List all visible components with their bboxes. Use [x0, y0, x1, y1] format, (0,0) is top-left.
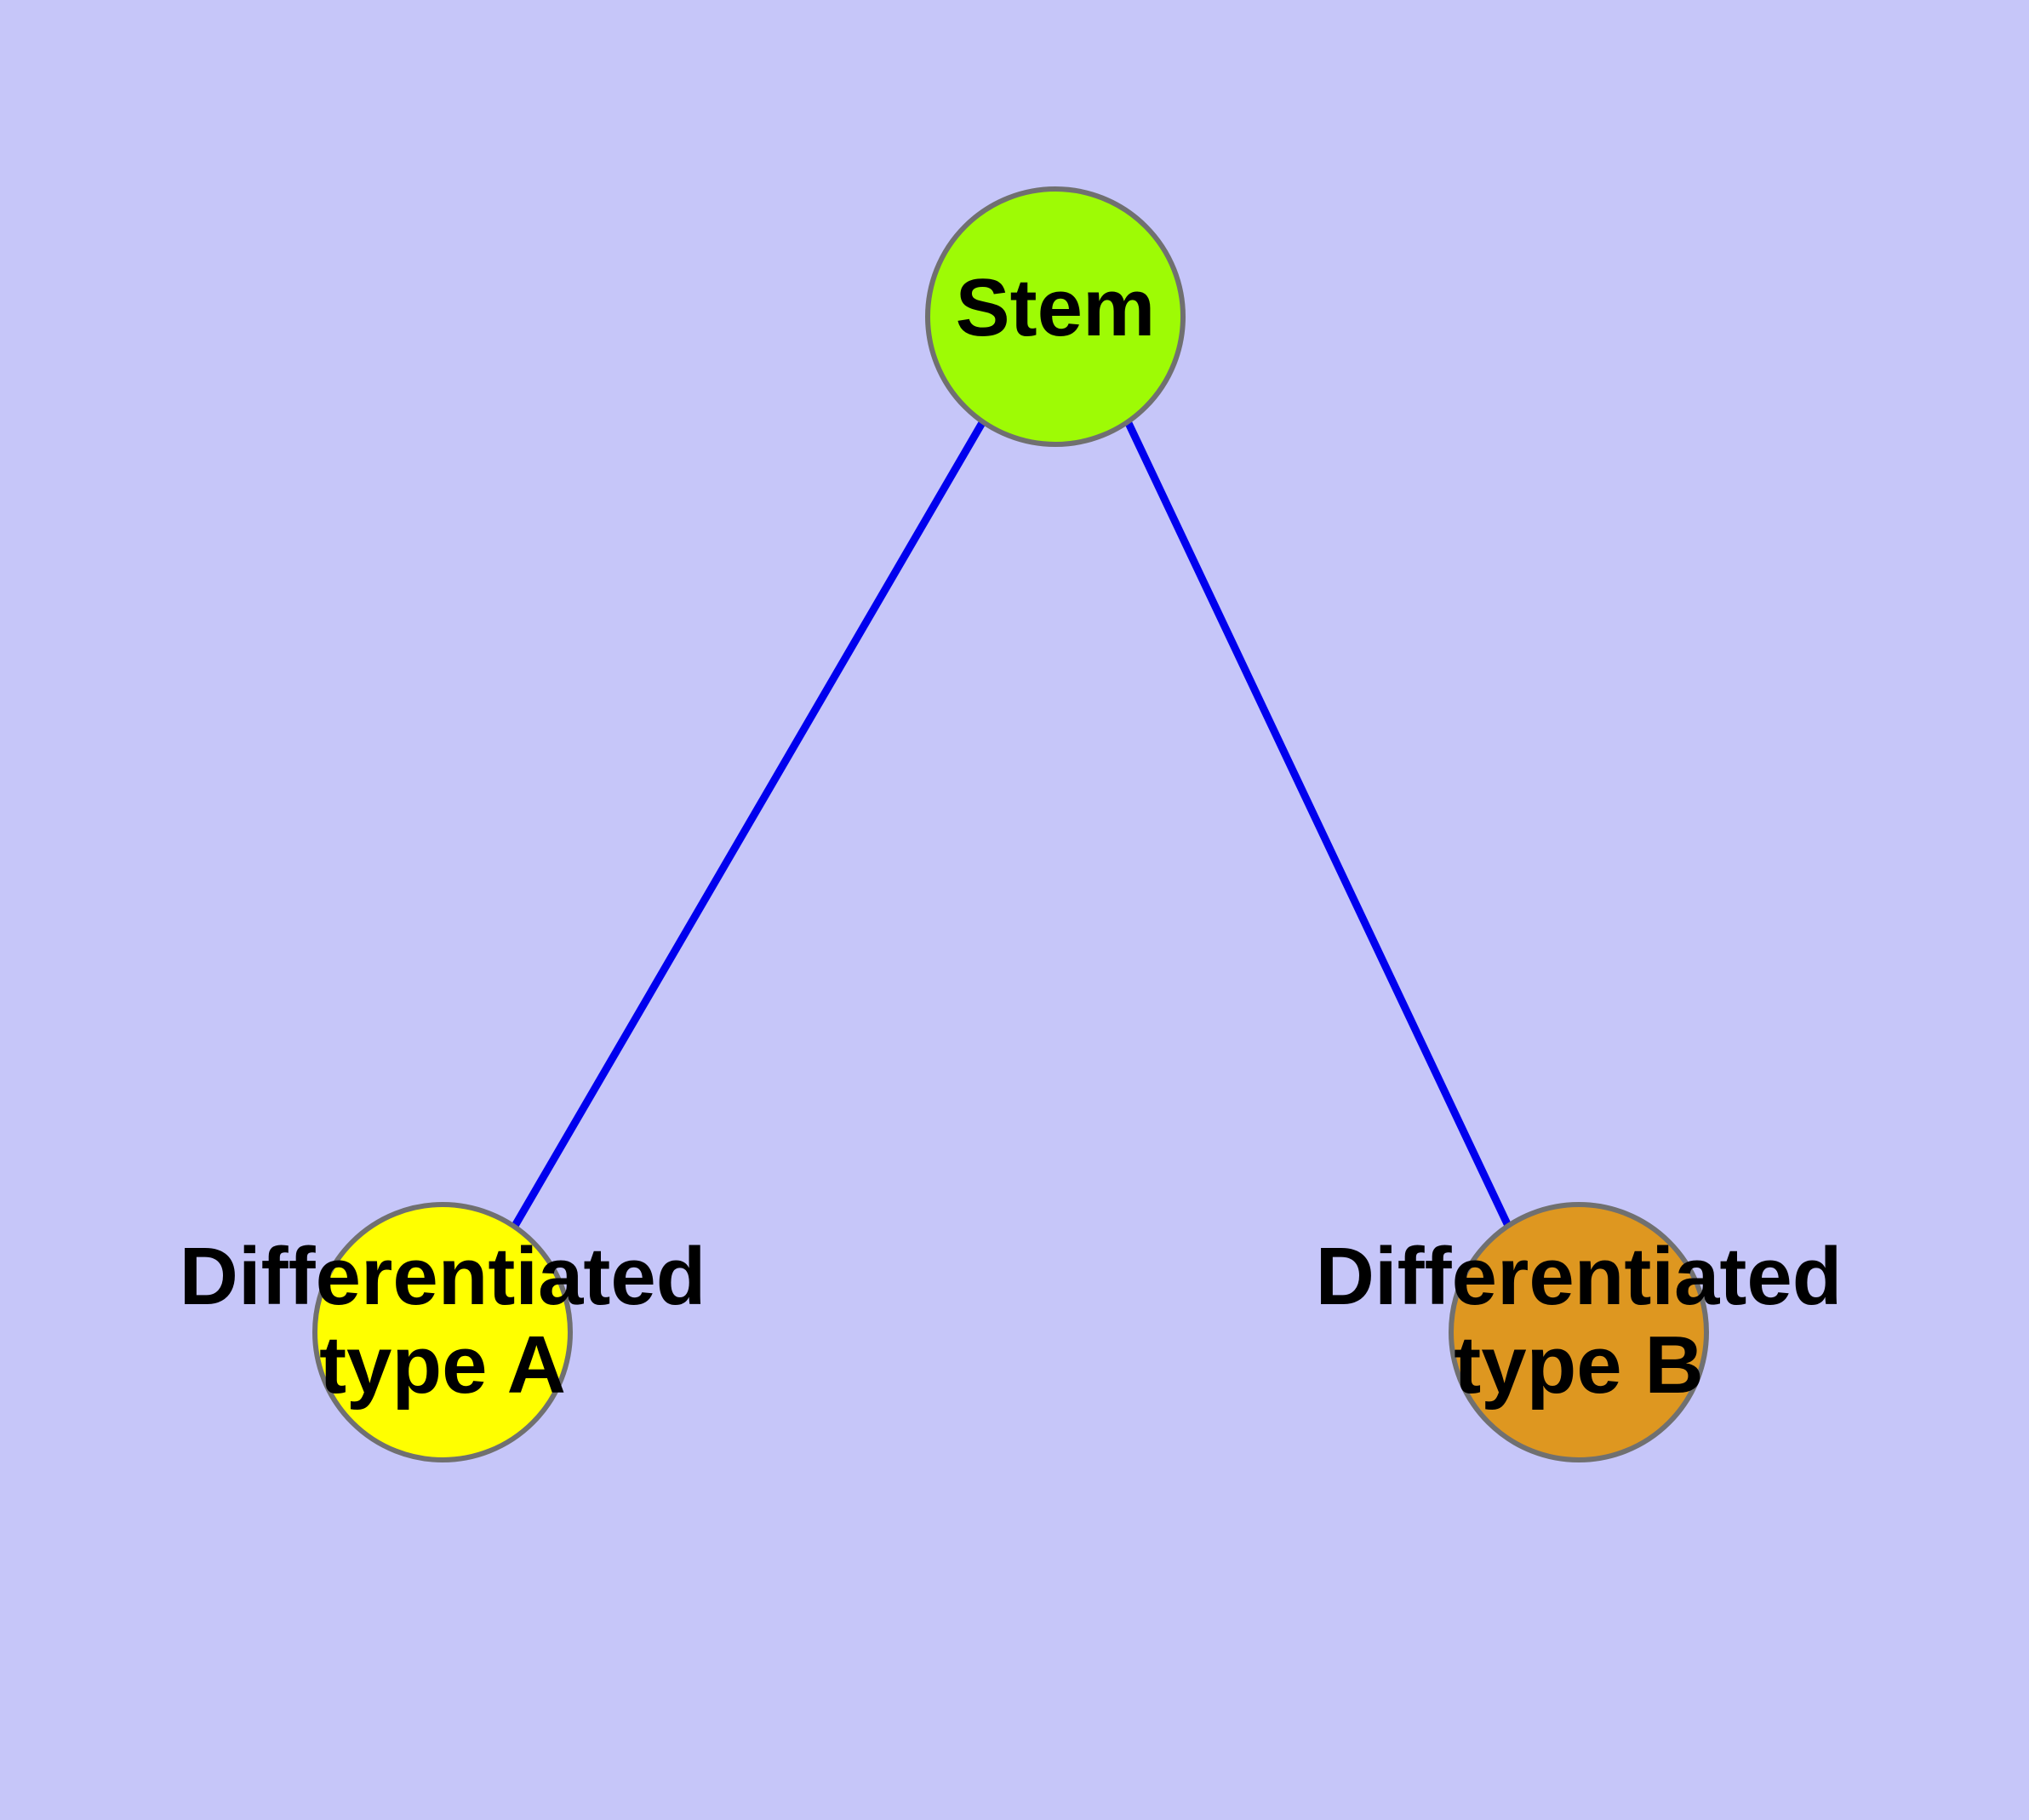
node-circle-stem[interactable]: [925, 186, 1186, 447]
edge-stem-to-differentiated-type-b[interactable]: [1123, 420, 1512, 1228]
node-circle-differentiated-type-a[interactable]: [312, 1202, 573, 1462]
node-circle-differentiated-type-b[interactable]: [1449, 1202, 1709, 1462]
edge-stem-to-differentiated-type-a[interactable]: [512, 419, 986, 1228]
